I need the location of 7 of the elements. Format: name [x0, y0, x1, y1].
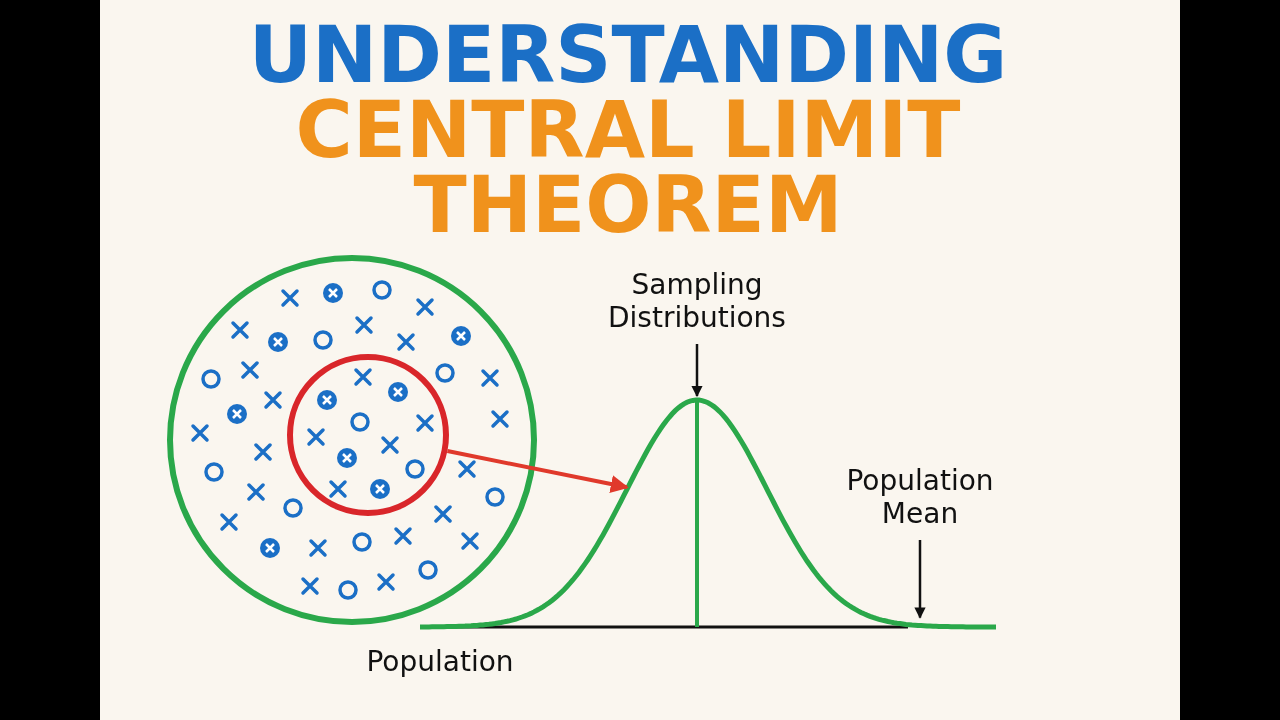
arrow: [691, 344, 703, 398]
arrow: [447, 449, 629, 493]
arrow: [914, 540, 926, 619]
population-mean-label: Population Mean: [845, 464, 995, 530]
sampling-distributions-label: Sampling Distributions: [607, 268, 787, 334]
population-label: Population: [365, 645, 515, 678]
title: UNDERSTANDING CENTRAL LIMIT THEOREM: [247, 18, 1009, 243]
